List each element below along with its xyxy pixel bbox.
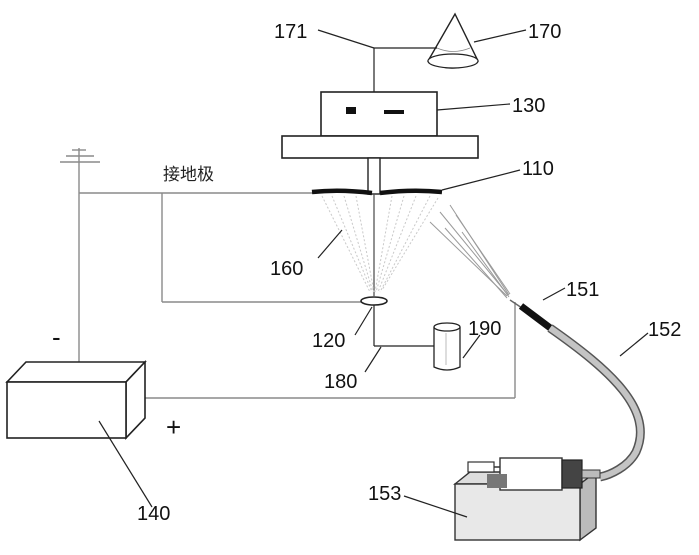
label-190: 190 <box>468 318 501 340</box>
label-180: 180 <box>324 371 357 393</box>
power-supply-140 <box>7 362 145 438</box>
motor-box-130 <box>321 92 437 136</box>
fiber-spray-160 <box>322 196 510 298</box>
mounting-plate <box>282 136 478 158</box>
ground-symbol <box>60 148 100 162</box>
cone-170 <box>428 14 478 68</box>
label-170: 170 <box>528 21 561 43</box>
label-152: 152 <box>648 319 681 341</box>
syringe-pump-153 <box>455 458 600 540</box>
label-130: 130 <box>512 95 545 117</box>
label-ground-electrode: 接地极 <box>163 165 214 185</box>
label-140: 140 <box>137 503 170 525</box>
label-171: 171 <box>274 21 307 43</box>
vessel-190 <box>374 323 460 370</box>
positive-terminal-sign: + <box>166 412 181 442</box>
label-160: 160 <box>270 258 303 280</box>
label-120: 120 <box>312 330 345 352</box>
label-153: 153 <box>368 483 401 505</box>
nozzle-151 <box>510 300 553 330</box>
connector-171 <box>318 30 437 92</box>
label-110: 110 <box>522 158 554 180</box>
collector-electrode-110 <box>312 158 442 296</box>
negative-terminal-sign: - <box>52 322 61 352</box>
label-151: 151 <box>566 279 599 301</box>
ring-electrode-120 <box>361 297 387 346</box>
